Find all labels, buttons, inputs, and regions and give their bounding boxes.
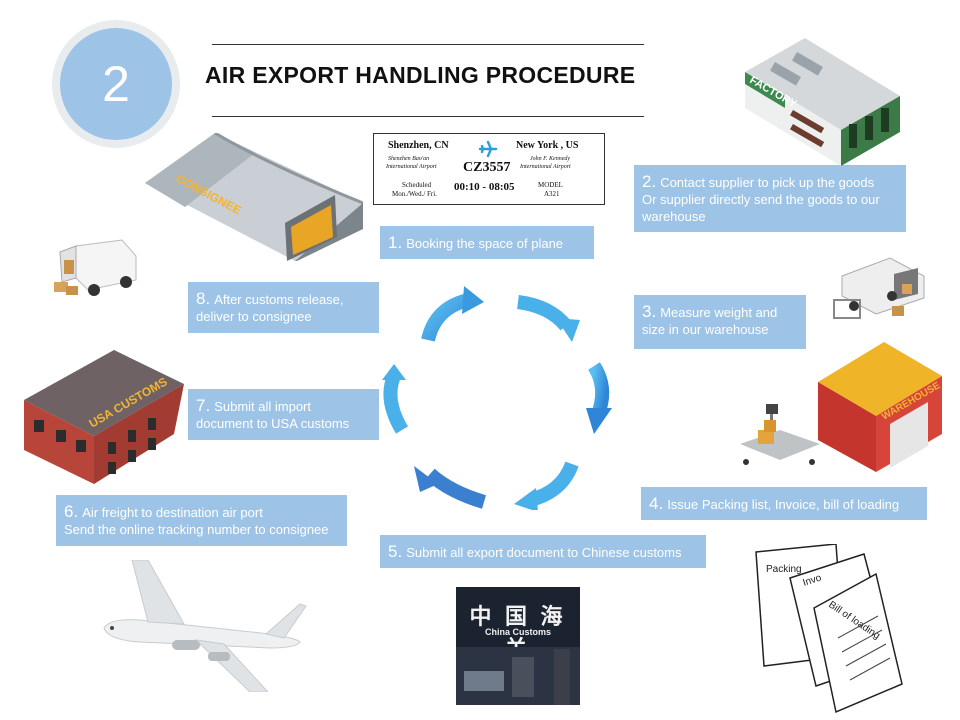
step-2-number: 2. <box>642 172 657 191</box>
step-5-number: 5. <box>388 542 403 561</box>
ticket-to-city: New York , US <box>516 140 579 151</box>
ticket-time: 00:10 - 08:05 <box>454 181 515 193</box>
cycle-arrow-1 <box>421 286 484 342</box>
cycle-arrows <box>382 286 612 510</box>
china-customs-label: China Customs <box>484 627 551 637</box>
step-1-text: Booking the space of plane <box>406 236 564 251</box>
title-rule-bottom <box>212 116 644 117</box>
usa-customs-building-illustration: USA CUSTOMS <box>24 350 184 484</box>
step-5-text: Submit all export document to Chinese cu… <box>406 545 682 560</box>
page-title: AIR EXPORT HANDLING PROCEDURE <box>205 62 636 88</box>
factory-illustration: FACTORY <box>745 38 900 166</box>
step-8-line-1: After customs release, <box>214 292 344 307</box>
china-customs-photo: 中 国 海 关 China Customs <box>456 587 580 705</box>
step-6-line-1: Air freight to destination air port <box>82 505 263 520</box>
title-rule-top <box>212 44 644 45</box>
cycle-arrow-4 <box>514 461 579 510</box>
airplane-icon <box>478 140 498 158</box>
delivery-truck-illustration <box>54 239 137 296</box>
step-1-number: 1. <box>388 233 403 252</box>
step-3-line-1: Measure weight and <box>660 305 778 320</box>
step-6-box: 6.Air freight to destination air port Se… <box>56 495 347 546</box>
step-7-line-1: Submit all import <box>214 399 311 414</box>
step-8-box: 8.After customs release, deliver to cons… <box>188 282 379 333</box>
step-7-line-2: document to USA customs <box>196 416 350 431</box>
ticket-to-airport-2: International Airport <box>520 164 571 170</box>
ticket-from-airport-1: Shenzhen Bao'an <box>388 156 430 162</box>
step-5-box: 5.Submit all export document to Chinese … <box>380 535 706 568</box>
ticket-schedule-label: Scheduled <box>402 181 432 189</box>
step-3-line-2: size in our warehouse <box>642 322 769 337</box>
ticket-schedule-days: Mon./Wed./ Fri. <box>392 190 437 198</box>
step-3-number: 3. <box>642 302 657 321</box>
step-badge: 2 <box>60 28 172 140</box>
step-7-number: 7. <box>196 396 211 415</box>
step-4-text: Issue Packing list, Invoice, bill of loa… <box>667 497 900 512</box>
ticket-from-city: Shenzhen, CN <box>388 140 449 151</box>
step-6-line-2: Send the online tracking number to consi… <box>64 522 329 537</box>
step-3-box: 3.Measure weight and size in our warehou… <box>634 295 806 349</box>
consignee-warehouse-illustration: CONSIGNEE <box>145 133 363 261</box>
step-6-number: 6. <box>64 502 79 521</box>
airplane-illustration <box>103 560 307 692</box>
cycle-arrow-6 <box>382 364 409 434</box>
step-8-number: 8. <box>196 289 211 308</box>
ticket-to-airport-1: John F. Kennedy <box>530 156 571 162</box>
ticket-from-airport-2: International Airport <box>386 164 437 170</box>
weighing-scale-illustration <box>740 404 820 465</box>
ticket-model-label: MODEL <box>538 181 563 189</box>
step-8-line-2: deliver to consignee <box>196 309 312 324</box>
shipping-documents-illustration: Packing Invo Bill of loading <box>755 544 903 714</box>
step-7-box: 7.Submit all import document to USA cust… <box>188 389 379 440</box>
bill-of-loading-document: Bill of loading <box>813 572 903 714</box>
step-2-line-3: warehouse <box>642 209 706 224</box>
cycle-arrow-5 <box>414 466 487 509</box>
china-customs-sign: 中 国 海 关 <box>469 604 567 661</box>
warehouse-illustration: WAREHOUSE <box>818 342 942 472</box>
doc-packing-label: Packing <box>766 564 802 575</box>
ticket-model: A321 <box>544 190 560 198</box>
step-1-box: 1.Booking the space of plane <box>380 226 594 259</box>
ticket-flight-number: CZ3557 <box>463 160 511 175</box>
cycle-arrow-2 <box>516 295 580 342</box>
loading-van-illustration <box>833 257 925 319</box>
flight-ticket: Shenzhen, CN Shenzhen Bao'an Internation… <box>373 133 605 205</box>
cycle-arrow-3 <box>586 362 612 434</box>
step-4-number: 4. <box>649 494 664 513</box>
step-2-box: 2.Contact supplier to pick up the goods … <box>634 165 906 232</box>
step-2-line-1: Contact supplier to pick up the goods <box>660 175 875 190</box>
step-2-line-2: Or supplier directly send the goods to o… <box>642 192 880 207</box>
step-4-box: 4.Issue Packing list, Invoice, bill of l… <box>641 487 927 520</box>
